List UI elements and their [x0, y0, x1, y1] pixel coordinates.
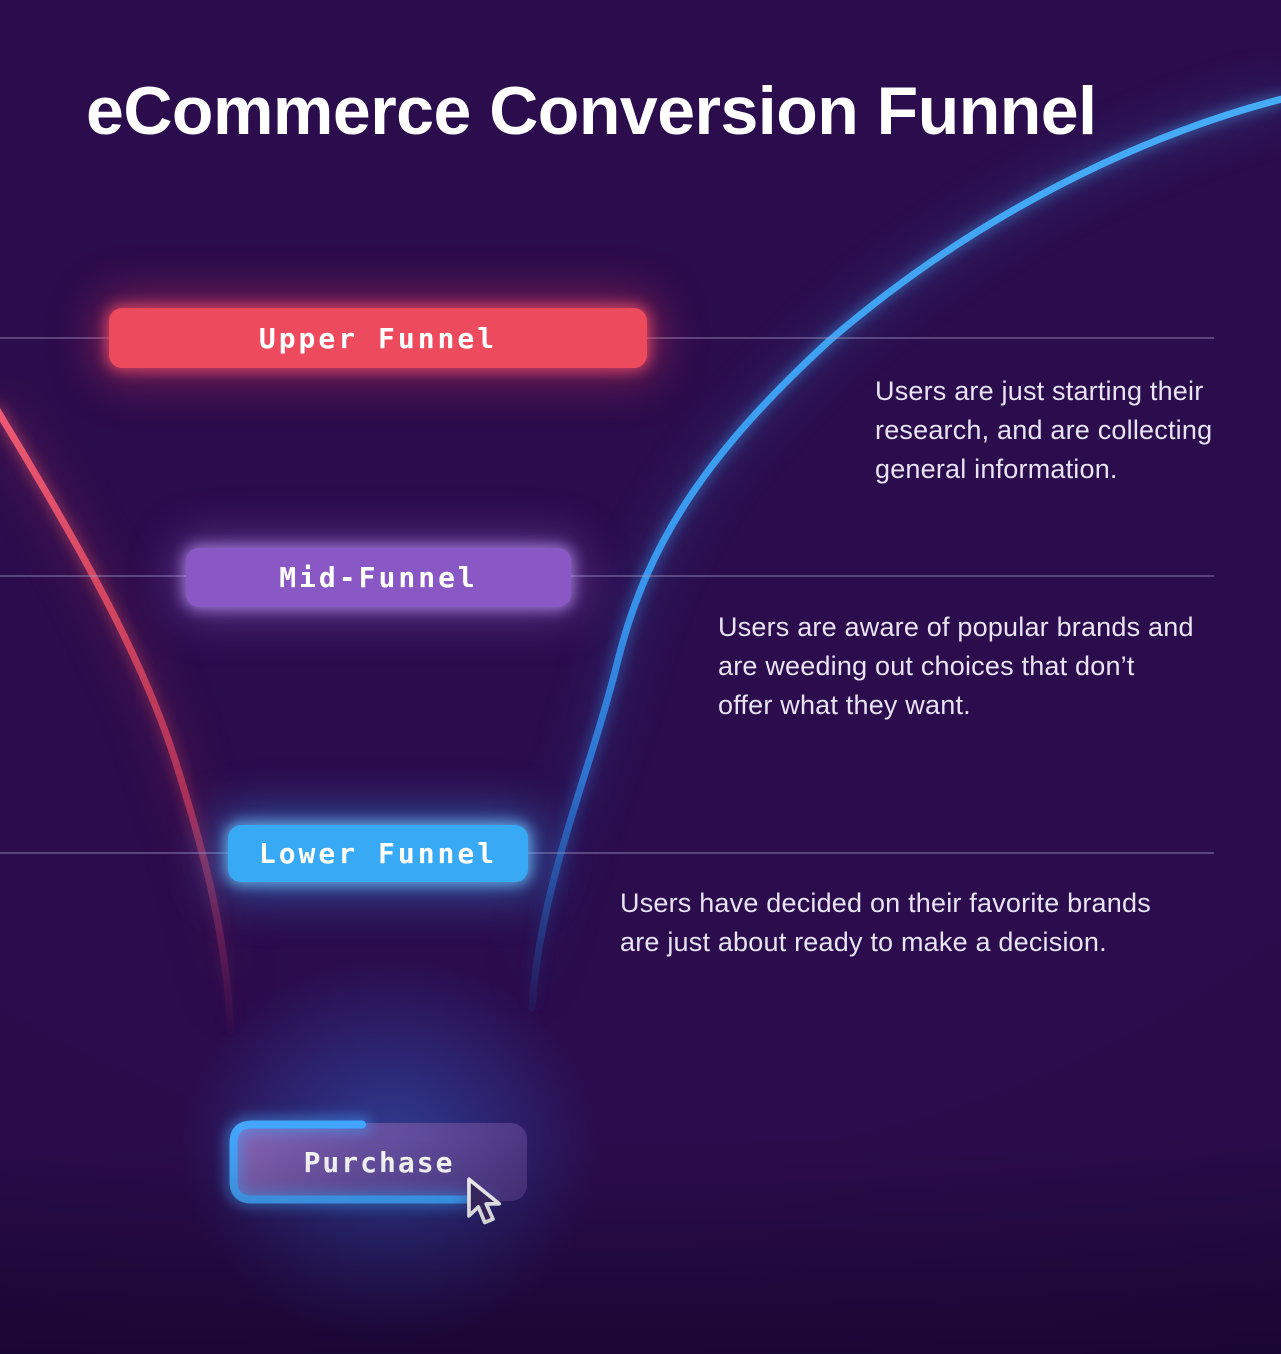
stage-pill-mid-funnel[interactable]: Mid-Funnel [186, 548, 571, 607]
stage-pill-lower-funnel[interactable]: Lower Funnel [228, 825, 528, 882]
divider-lower [0, 852, 1214, 854]
funnel-left-curve [0, 408, 235, 1034]
stage-label-mid: Mid-Funnel [279, 561, 478, 594]
stage-description-lower: Users have decided on their favorite bra… [620, 888, 1151, 957]
page-title: eCommerce Conversion Funnel [86, 73, 1097, 149]
funnel-right-curve-halo [518, 84, 1281, 1009]
stage-description-upper: Users are just starting their research, … [875, 376, 1213, 484]
purchase-button-label: Purchase [303, 1145, 455, 1179]
stage-pill-upper-funnel[interactable]: Upper Funnel [109, 308, 647, 368]
funnel-right-curve [528, 95, 1281, 1012]
funnel-left-curve-halo [0, 397, 245, 1031]
cursor-icon [467, 1177, 501, 1225]
stage-label-lower: Lower Funnel [258, 837, 498, 870]
stage-description-mid: Users are aware of popular brands and ar… [718, 612, 1194, 720]
stage-label-upper: Upper Funnel [258, 321, 498, 355]
divider-mid [0, 575, 1214, 577]
